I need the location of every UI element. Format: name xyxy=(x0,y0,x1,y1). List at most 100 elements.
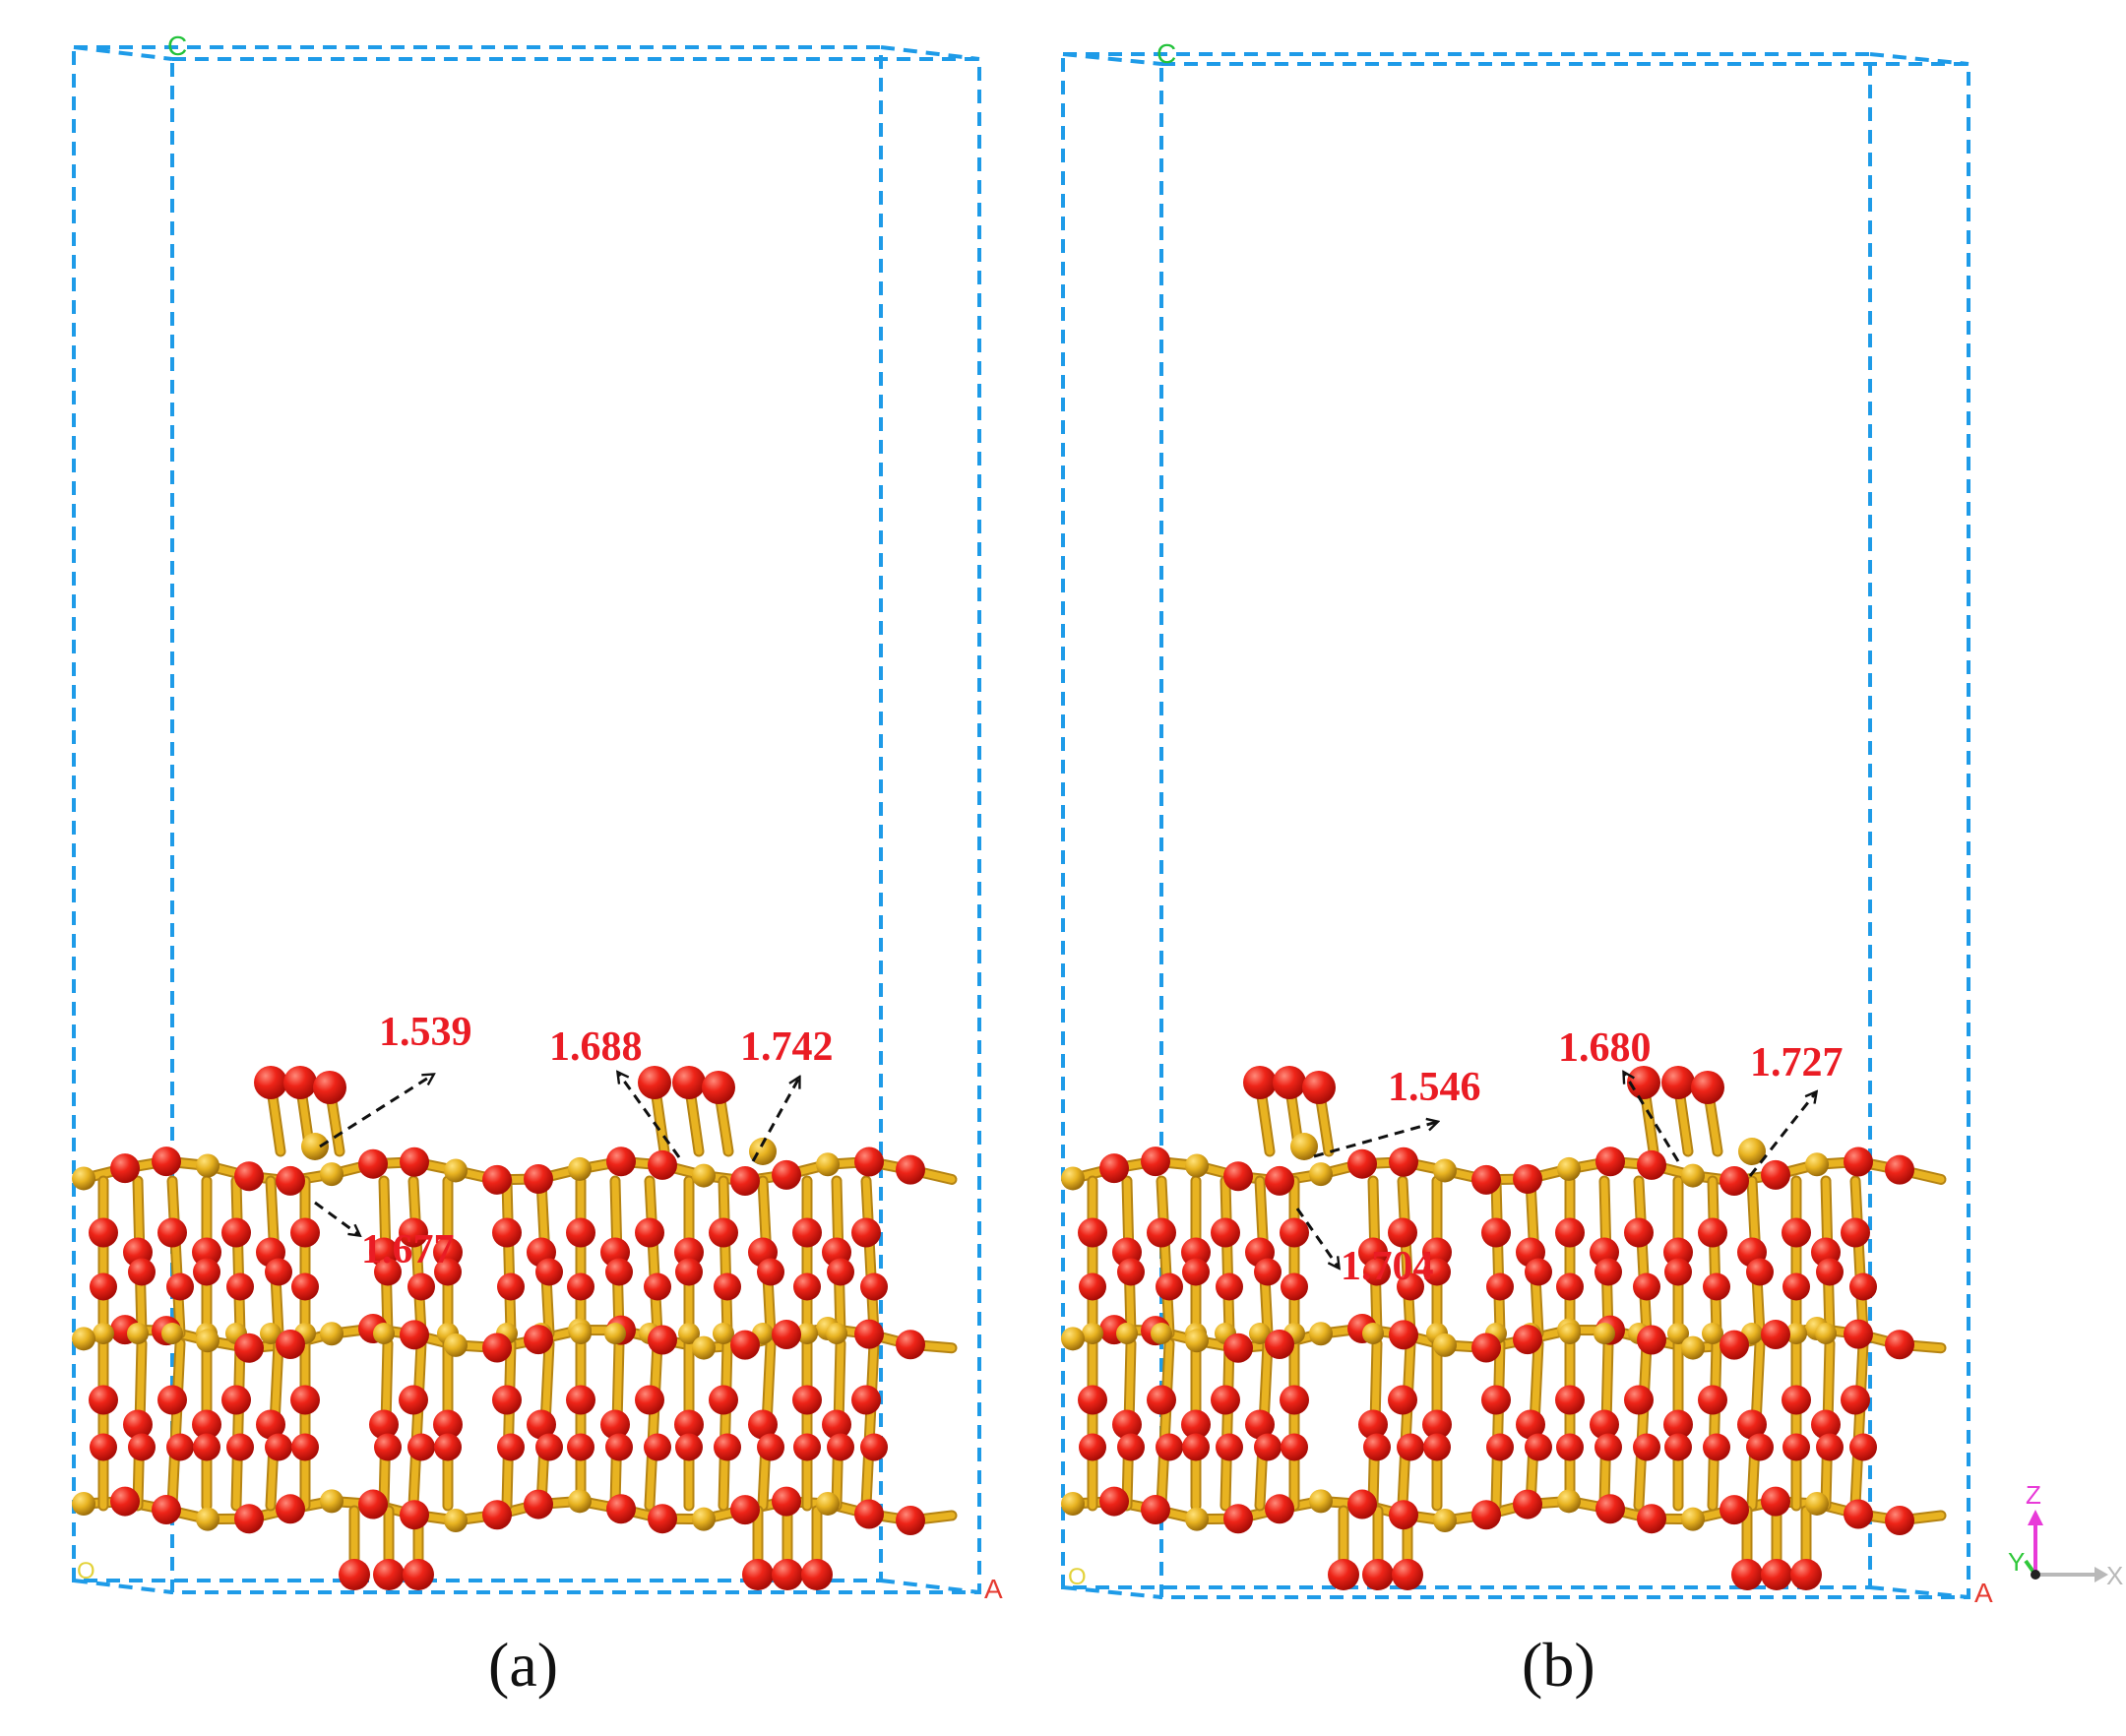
oxygen-atom xyxy=(535,1433,563,1461)
silicon-atom xyxy=(1309,1489,1333,1514)
oxygen-atom xyxy=(1471,1164,1501,1195)
oxygen-atom xyxy=(157,1385,187,1415)
cell-front-face-a xyxy=(170,57,981,1594)
si-o-bond-highlight xyxy=(1635,1339,1651,1510)
oxygen-atom xyxy=(1182,1258,1210,1286)
oxygen-atom xyxy=(400,1500,429,1530)
oxygen-atom xyxy=(648,1504,677,1534)
oxygen-atom xyxy=(1590,1409,1619,1440)
silicon-atom xyxy=(1249,1323,1271,1344)
arrow-1727 xyxy=(1748,1092,1816,1177)
bond-label-1727: 1.727 xyxy=(1750,1040,1844,1085)
oxygen-atom xyxy=(1223,1161,1253,1192)
oxygen-atom xyxy=(234,1161,264,1192)
oxygen-atom xyxy=(1078,1385,1107,1415)
crystal-structure-a xyxy=(72,1066,958,1590)
oxygen-atom xyxy=(524,1489,553,1519)
oxygen-atom xyxy=(110,1486,140,1517)
oxygen-atom xyxy=(827,1433,854,1461)
oxygen-atom xyxy=(221,1217,251,1248)
silicon-atom xyxy=(1151,1323,1172,1344)
silicon-atom xyxy=(1433,1333,1457,1357)
oxygen-atom xyxy=(497,1433,525,1461)
oxygen-atom xyxy=(854,1499,884,1529)
bond-label-1742: 1.742 xyxy=(740,1024,834,1070)
oxygen-atom xyxy=(714,1272,741,1301)
si-o-bond-highlight xyxy=(1709,1339,1720,1510)
oxygen-atom xyxy=(1556,1272,1584,1301)
oxygen-atom xyxy=(1481,1385,1511,1415)
oxygen-atom xyxy=(1703,1433,1730,1461)
oxygen-atom xyxy=(772,1319,801,1349)
cell-edge-a1 xyxy=(73,45,173,61)
oxygen-atom xyxy=(854,1147,884,1177)
oxygen-atom xyxy=(1761,1559,1792,1590)
oxygen-atom xyxy=(1637,1504,1666,1534)
oxygen-atom xyxy=(1216,1272,1243,1301)
oxygen-atom xyxy=(1782,1272,1810,1301)
axis-triad: Z Y X xyxy=(2008,1480,2123,1590)
oxygen-atom xyxy=(648,1325,677,1355)
oxygen-atom xyxy=(648,1149,677,1180)
oxygen-atom xyxy=(674,1237,704,1268)
oxygen-atom xyxy=(1703,1272,1730,1301)
oxygen-atom xyxy=(1223,1333,1253,1363)
oxygen-atom xyxy=(1761,1159,1790,1190)
silicon-atom xyxy=(320,1489,344,1514)
oxygen-atom xyxy=(674,1409,704,1440)
arrow-1680 xyxy=(1624,1073,1680,1162)
oxygen-atom xyxy=(772,1159,801,1190)
oxygen-atom xyxy=(1099,1153,1129,1184)
oxygen-atom xyxy=(1746,1433,1774,1461)
oxygen-atom xyxy=(313,1071,346,1104)
oxygen-atom xyxy=(1663,1409,1693,1440)
silicon-atom xyxy=(301,1133,329,1160)
silicon-atom xyxy=(1116,1323,1138,1344)
oxygen-atom xyxy=(234,1333,264,1363)
triad-label-z: Z xyxy=(2026,1480,2041,1510)
oxygen-atom xyxy=(1844,1147,1873,1177)
silicon-atom xyxy=(692,1163,716,1188)
si-o-bond-highlight xyxy=(503,1339,515,1510)
silicon-atom xyxy=(826,1323,847,1344)
oxygen-atom xyxy=(702,1071,735,1104)
silicon-atom xyxy=(444,1333,468,1357)
oxygen-atom xyxy=(492,1385,522,1415)
si-o-bond-highlight xyxy=(503,1177,515,1337)
oxygen-atom xyxy=(1181,1237,1211,1268)
silicon-atom xyxy=(93,1323,114,1344)
triad-x-arrowhead xyxy=(2095,1567,2108,1582)
oxygen-atom xyxy=(1849,1433,1877,1461)
silicon-atom xyxy=(196,1153,219,1178)
oxygen-atom xyxy=(851,1385,881,1415)
oxygen-atom xyxy=(1841,1217,1870,1248)
oxygen-atom xyxy=(1698,1385,1727,1415)
oxygen-atom xyxy=(1141,1147,1170,1177)
bond-labels-a: 1.539 1.677 1.688 1.742 xyxy=(361,1010,834,1272)
oxygen-atom xyxy=(714,1433,741,1461)
oxygen-atom xyxy=(827,1258,854,1286)
oxygen-atom xyxy=(1637,1325,1666,1355)
oxygen-atom xyxy=(675,1258,703,1286)
oxygen-atom xyxy=(283,1066,317,1099)
silicon-atom xyxy=(161,1323,183,1344)
silicon-atom xyxy=(713,1323,734,1344)
caption-b: (b) xyxy=(1522,1630,1595,1700)
oxygen-atom xyxy=(123,1409,153,1440)
silicon-atom xyxy=(196,1507,219,1531)
oxygen-atom xyxy=(226,1272,254,1301)
bond-label-1539: 1.539 xyxy=(379,1010,472,1055)
oxygen-atom xyxy=(1245,1409,1275,1440)
oxygen-atom xyxy=(89,1385,118,1415)
oxygen-atom xyxy=(1782,1433,1810,1461)
oxygen-atom xyxy=(1624,1217,1654,1248)
bond-arrows-a xyxy=(314,1073,799,1235)
si-o-bond-highlight xyxy=(232,1339,244,1510)
silicon-atom xyxy=(816,1491,840,1516)
oxygen-atom xyxy=(793,1272,821,1301)
si-o-bond-highlight xyxy=(1635,1177,1651,1337)
oxygen-atom xyxy=(1525,1258,1552,1286)
cell-edge-b4 xyxy=(1869,1585,1970,1599)
si-o-bond-highlight xyxy=(1709,1177,1720,1337)
silicon-atom xyxy=(1557,1489,1581,1514)
